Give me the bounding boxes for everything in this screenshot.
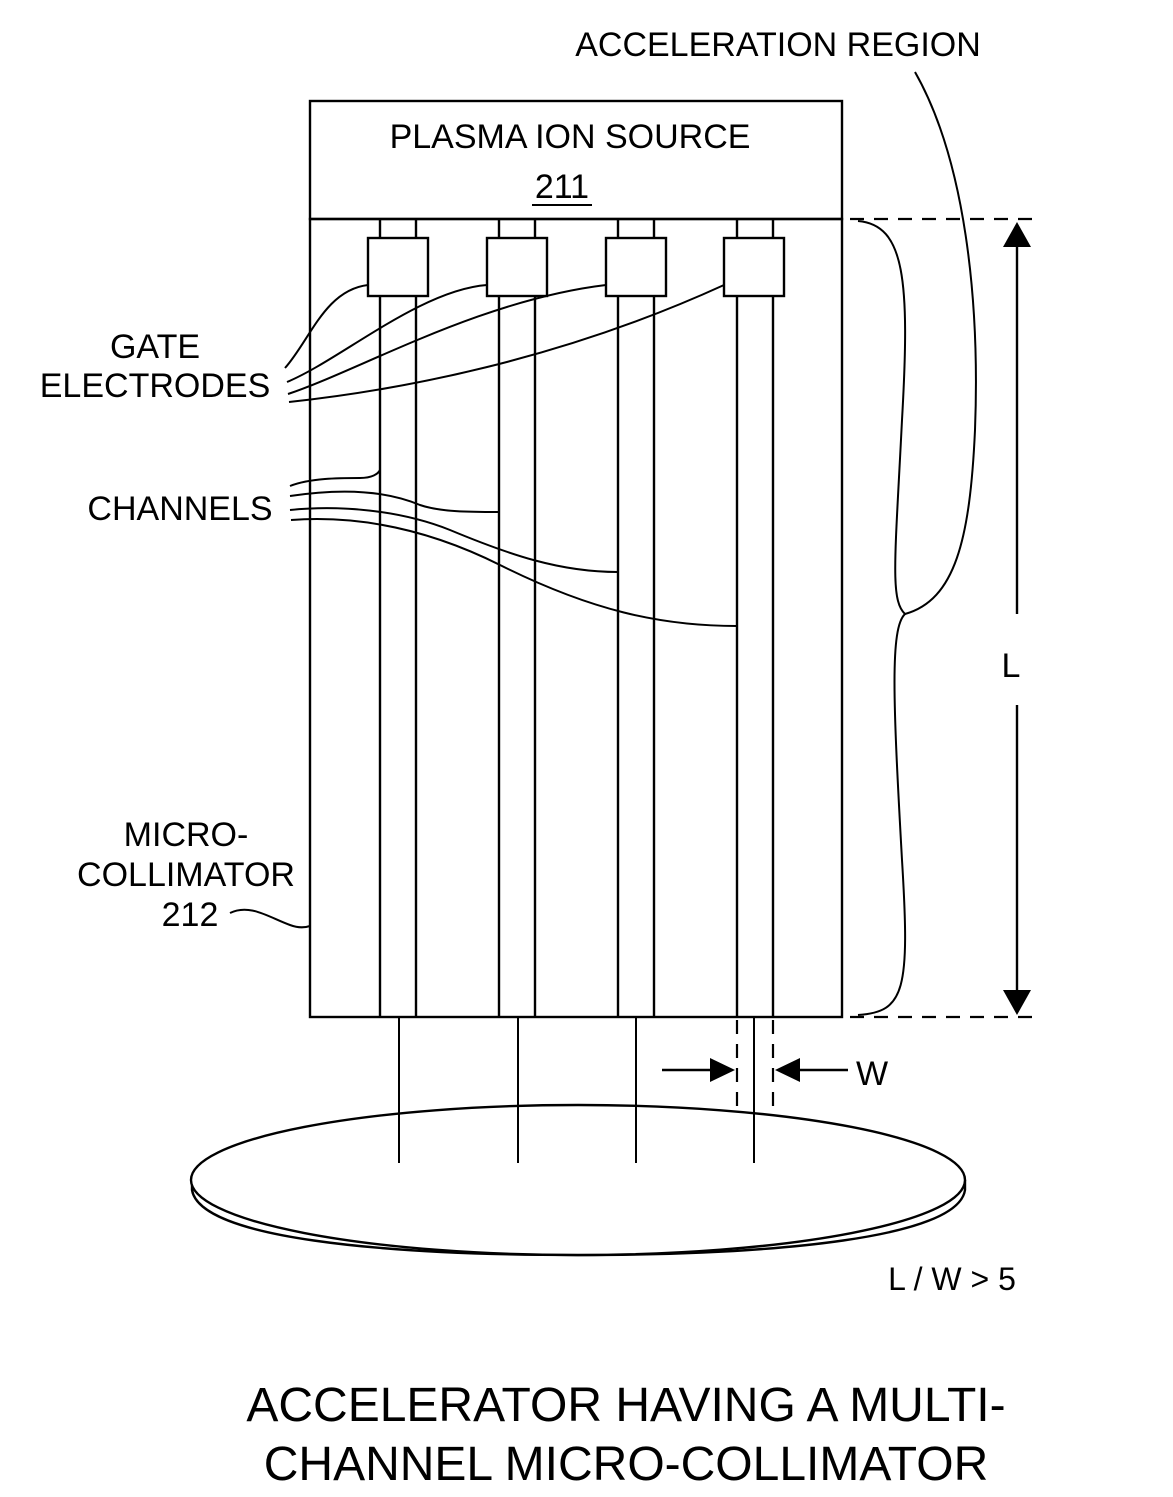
channel-1 <box>378 219 418 1017</box>
length-label: L <box>1002 647 1021 685</box>
channels-callout: CHANNELS <box>87 469 738 627</box>
length-dimension: L <box>850 217 1040 1019</box>
wafer <box>189 1103 967 1257</box>
plasma-ion-source: PLASMA ION SOURCE 211 <box>308 99 844 221</box>
channel-2 <box>497 219 537 1017</box>
gate-electrodes-label-line2: ELECTRODES <box>40 367 271 405</box>
plasma-ion-source-ref: 211 <box>535 168 589 206</box>
brace <box>857 220 907 1016</box>
channel-4 <box>735 219 775 1017</box>
channels-label: CHANNELS <box>87 490 272 528</box>
ratio-label: L / W > 5 <box>888 1261 1016 1297</box>
gate-electrode-3 <box>604 236 668 298</box>
acceleration-region-callout: ACCELERATION REGION <box>575 26 981 1016</box>
micro-collimator-ref: 212 <box>162 896 219 934</box>
micro-collimator-callout: MICRO- COLLIMATOR 212 <box>77 816 311 934</box>
width-label: W <box>856 1055 888 1093</box>
gate-electrodes-callout: GATE ELECTRODES <box>40 284 725 405</box>
plasma-ion-source-label: PLASMA ION SOURCE <box>390 118 751 156</box>
micro-collimator <box>308 217 844 1019</box>
acceleration-region-label: ACCELERATION REGION <box>575 26 981 64</box>
micro-collimator-label-line1: MICRO- <box>124 816 249 854</box>
gate-electrode-1 <box>366 236 430 298</box>
micro-collimator-label-line2: COLLIMATOR <box>77 856 295 894</box>
gate-electrode-4 <box>722 236 786 298</box>
title-line2: CHANNEL MICRO-COLLIMATOR <box>264 1438 989 1491</box>
title-line1: ACCELERATOR HAVING A MULTI- <box>246 1379 1005 1432</box>
gate-electrodes-label-line1: GATE <box>110 328 200 366</box>
gate-electrode-2 <box>485 236 549 298</box>
width-dimension: W <box>662 1020 888 1110</box>
acceleration-region-leader <box>904 71 977 615</box>
figure-title: ACCELERATOR HAVING A MULTI- CHANNEL MICR… <box>246 1379 1005 1491</box>
